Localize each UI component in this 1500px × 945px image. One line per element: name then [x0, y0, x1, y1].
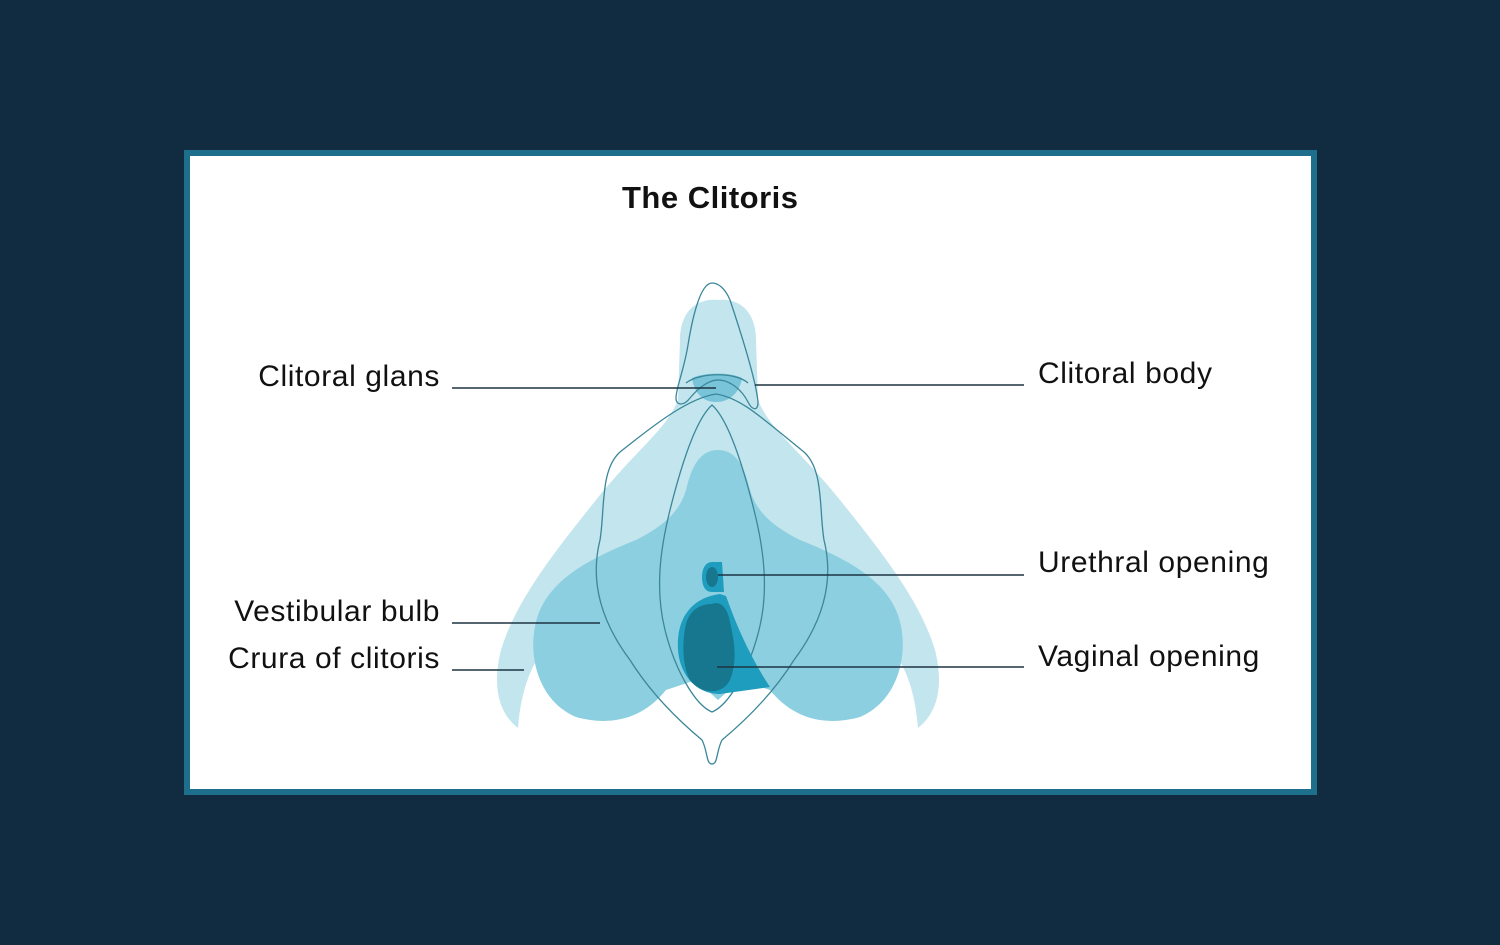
labia-inner-outline [658, 404, 766, 713]
diagram-title: The Clitoris [622, 180, 799, 215]
clitoral-glans-shape [692, 373, 742, 402]
label-clitoral-glans: Clitoral glans [258, 360, 440, 393]
label-crura-of-clitoris: Crura of clitoris [228, 642, 440, 675]
label-vestibular-bulb: Vestibular bulb [234, 595, 440, 628]
label-clitoral-body: Clitoral body [1038, 357, 1213, 390]
urethral-opening-inner [706, 567, 718, 587]
label-vaginal-opening: Vaginal opening [1038, 640, 1260, 673]
label-urethral-opening: Urethral opening [1038, 546, 1270, 579]
hood-outline [675, 282, 759, 410]
vaginal-opening-inner [683, 603, 735, 692]
labia-outer-outline [595, 393, 829, 765]
glans-cap-outline [685, 374, 749, 384]
